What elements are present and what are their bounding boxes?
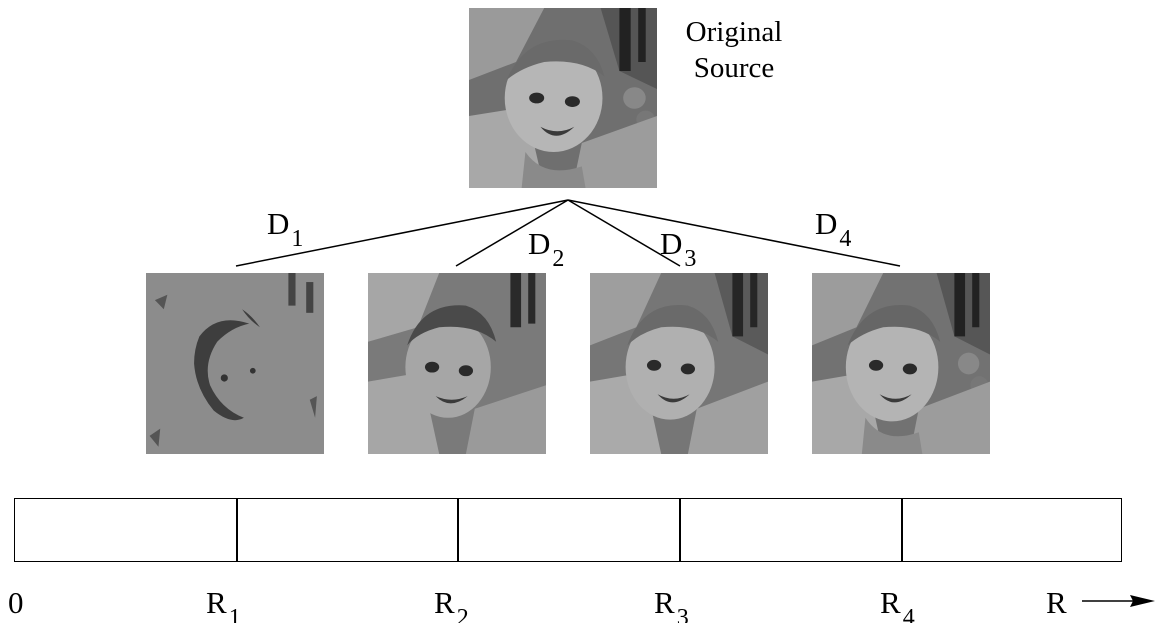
rate-bar-divider-r1 [236,499,238,561]
original-source-label: Original Source [674,14,794,86]
distortion-label-d4: D4 [815,206,852,252]
reconstruction-d3-photo [590,273,768,454]
reconstruction-d4-photo [812,273,990,454]
connector-d4 [567,199,901,267]
rate-bar-divider-r4 [901,499,903,561]
rate-bar-divider-r3 [679,499,681,561]
rate-bar [14,498,1122,562]
rate-label-r3: R3 [654,585,689,623]
rate-label-r2: R2 [434,585,469,623]
rate-axis-end-label: R [1046,585,1067,620]
rate-arrow-head [1130,595,1155,607]
distortion-label-d2: D2 [528,226,565,272]
rate-zero-label: 0 [8,585,24,620]
source-label-line1: Original [685,16,783,48]
original-source-photo [469,8,657,188]
rate-label-r4: R4 [880,585,915,623]
connector-d1 [235,199,569,267]
distortion-label-d1: D1 [267,206,304,252]
connector-d2 [455,199,569,267]
rate-label-r1: R1 [206,585,241,623]
distortion-label-d3: D3 [660,226,697,272]
connector-d3 [567,199,681,267]
reconstruction-d1-photo [146,273,324,454]
source-label-line2: Source [693,52,775,84]
reconstruction-d2-photo [368,273,546,454]
rate-bar-divider-r2 [457,499,459,561]
